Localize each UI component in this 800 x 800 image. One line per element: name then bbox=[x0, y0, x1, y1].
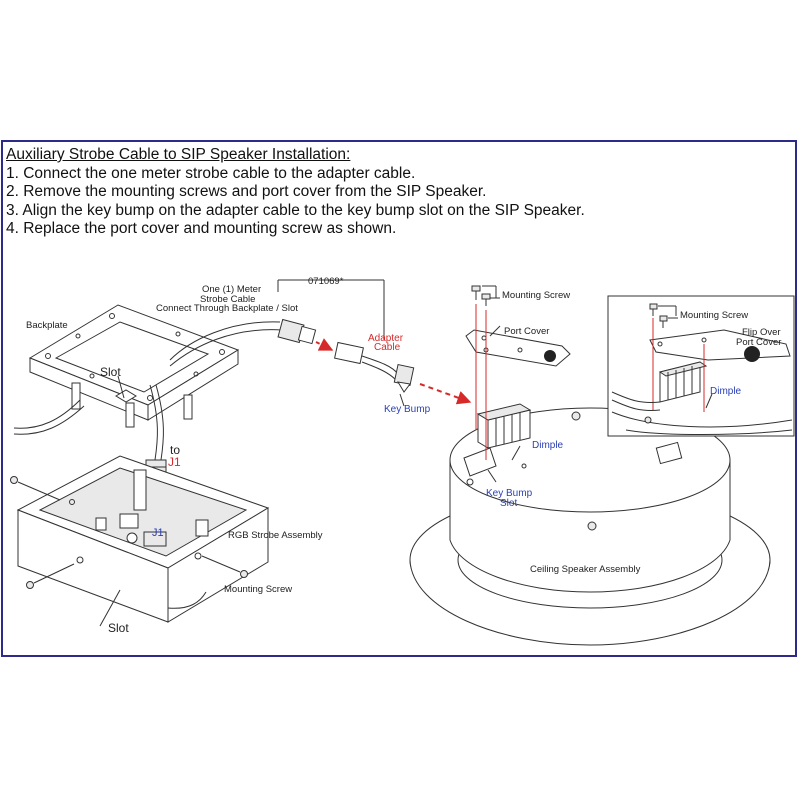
adapter-label-1: Adapter bbox=[368, 333, 404, 344]
adapter-cable bbox=[334, 341, 415, 393]
key-bump-slot-label-1: Key Bump bbox=[486, 488, 533, 499]
slot-top-label: Slot bbox=[100, 365, 121, 379]
instruction-step-2: 2. Remove the mounting screws and port c… bbox=[6, 183, 487, 200]
instruction-step-1: 1. Connect the one meter strobe cable to… bbox=[6, 164, 416, 182]
strobe-box-drawing bbox=[16, 455, 270, 623]
flip-over-label-1: Flip Over bbox=[742, 327, 781, 338]
inset-box bbox=[607, 295, 795, 437]
ceiling-speaker-drawing bbox=[409, 407, 771, 646]
key-bump-label: Key Bump bbox=[384, 404, 431, 415]
dimple-inset-label: Dimple bbox=[710, 386, 742, 397]
instructions-block: Auxiliary Strobe Cable to SIP Speaker In… bbox=[6, 146, 585, 239]
one-meter-label-2: Strobe Cable bbox=[200, 294, 255, 305]
label-leaders bbox=[99, 279, 405, 627]
to-label: to bbox=[170, 443, 180, 457]
strobe-cable bbox=[13, 321, 283, 461]
instructions-title: Auxiliary Strobe Cable to SIP Speaker In… bbox=[6, 146, 351, 163]
part-number-label: 071069* bbox=[308, 276, 344, 287]
mounting-screw-inset-label: Mounting Screw bbox=[680, 310, 748, 321]
mounting-screw-top-label: Mounting Screw bbox=[502, 290, 570, 301]
strobe-screws bbox=[10, 476, 248, 589]
one-meter-label-1: One (1) Meter bbox=[202, 284, 261, 295]
port-cover-screws bbox=[471, 285, 521, 483]
mounting-screw-bottom-label: Mounting Screw bbox=[224, 584, 292, 595]
slot-bottom-label: Slot bbox=[108, 621, 129, 635]
terminal-block bbox=[476, 403, 532, 449]
flip-over-label-2: Port Cover bbox=[736, 337, 781, 348]
backplate-drawing bbox=[28, 304, 240, 428]
key-bump-slot-label-2: Slot bbox=[500, 498, 517, 509]
port-cover bbox=[465, 329, 571, 367]
ceiling-speaker-label: Ceiling Speaker Assembly bbox=[530, 564, 641, 575]
strobe-connector bbox=[277, 318, 317, 345]
j1-board-label: J1 bbox=[152, 527, 164, 539]
j1-label: J1 bbox=[168, 455, 181, 469]
adapter-label-2: Cable bbox=[374, 342, 401, 353]
cable-arrows bbox=[315, 338, 472, 405]
dimple-main-label: Dimple bbox=[532, 440, 564, 451]
instruction-step-4: 4. Replace the port cover and mounting s… bbox=[6, 220, 397, 237]
one-meter-label-3: Connect Through Backplate / Slot bbox=[156, 303, 298, 314]
backplate-label: Backplate bbox=[26, 320, 68, 331]
rgb-strobe-label: RGB Strobe Assembly bbox=[228, 530, 323, 541]
instruction-step-3: 3. Align the key bump on the adapter cab… bbox=[6, 201, 585, 219]
port-cover-label: Port Cover bbox=[504, 326, 549, 337]
